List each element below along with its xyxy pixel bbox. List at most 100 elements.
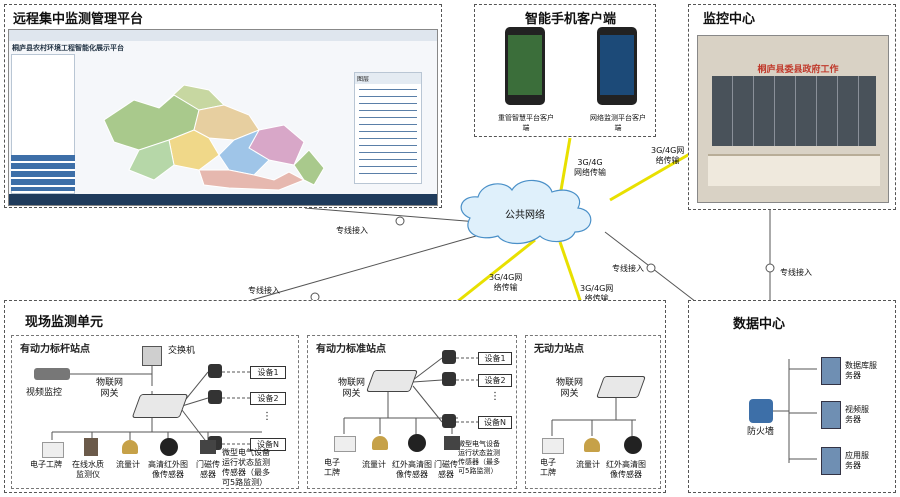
public-network-cloud <box>460 179 592 245</box>
site2-wiring <box>343 357 478 434</box>
monitor-center-title: 监控中心 <box>703 12 756 27</box>
data-center-wiring <box>773 359 817 463</box>
app-left-panel-header <box>11 155 75 191</box>
site1-sensor-label: 门磁传 感器 <box>196 460 220 479</box>
firewall-icon <box>749 399 773 423</box>
cloud-label: 公共网络 <box>505 210 545 221</box>
link-marker <box>646 263 656 273</box>
site1-camera-label: 视频监控 <box>26 388 63 398</box>
server-label: 视频服 务器 <box>845 405 869 424</box>
flowmeter-icon <box>122 440 138 454</box>
app-title: 桐庐县农村环境工程智能化展示平台 <box>12 44 124 52</box>
platform-title: 远程集中监测管理平台 <box>13 12 144 27</box>
site2-sensor-label: 红外高清图 像传感器 <box>392 460 432 479</box>
camera-icon <box>34 368 70 380</box>
map-region <box>198 169 306 191</box>
site1-switch-label: 交换机 <box>168 346 196 356</box>
phone-2 <box>597 27 637 105</box>
link-label-34g-phone: 3G/4G 网络传输 <box>574 158 606 177</box>
door-sensor-icon <box>444 436 460 450</box>
link-label-dedicated-mid: 专线接入 <box>248 286 280 295</box>
link-label-dedicated-left: 专线接入 <box>336 226 368 235</box>
site2-title: 有动力标准站点 <box>316 344 386 355</box>
site2-device-2: 设备2 <box>478 374 512 387</box>
site1-device-ellipsis: ⋮ <box>262 411 272 422</box>
phone-1-screen <box>508 35 542 95</box>
layer-panel-label: 图层 <box>355 73 421 84</box>
link-cloud-monitor <box>609 146 701 202</box>
site3-sensor-label: 电子 工牌 <box>540 458 556 477</box>
badge-icon <box>334 436 356 452</box>
site2-device-ellipsis: ⋮ <box>490 391 500 402</box>
gateway-icon <box>595 376 647 398</box>
map-region <box>293 149 325 186</box>
platform-screenshot: 桐庐县农村环境工程智能化展示平台 图层 <box>8 29 438 206</box>
app-server-icon <box>821 447 841 475</box>
field-unit-box: 现场监测单元 有动力标杆站点 交换机 视频监控 物联网 网关 <box>4 300 666 493</box>
site1-title: 有动力标杆站点 <box>20 344 90 355</box>
monitor-center-box: 监控中心 桐庐县委县政府工作 <box>688 4 896 210</box>
site2-device-1: 设备1 <box>478 352 512 365</box>
site1-gateway-label: 物联网 网关 <box>96 378 124 399</box>
site1-device-1: 设备1 <box>250 366 286 379</box>
server-label: 应用服 务器 <box>845 451 869 470</box>
flowmeter-icon <box>372 436 388 450</box>
database-server-icon <box>821 357 841 385</box>
mobile-box: 智能手机客户端 重管智慧平台客户端 网络监测平台客户端 <box>474 4 656 137</box>
link-marker <box>395 216 405 226</box>
ir-camera-icon <box>160 438 178 456</box>
device-sensor-icon <box>442 372 456 386</box>
layer-panel-list <box>359 86 417 178</box>
video-server-icon <box>821 401 841 429</box>
monitor-banner: 桐庐县委县政府工作 <box>757 65 839 75</box>
app-title-bar <box>9 30 437 41</box>
phone-2-label: 网络监测平台客户端 <box>590 114 646 132</box>
site2-sensor-label: 电子 工牌 <box>324 458 340 477</box>
phone-1-label: 重管智慧平台客户端 <box>498 114 554 132</box>
site2-gateway-label: 物联网 网关 <box>338 378 366 399</box>
taskbar <box>9 194 437 205</box>
field-unit-title: 现场监测单元 <box>25 315 104 330</box>
firewall-label: 防火墙 <box>747 427 775 437</box>
site1-sensor-label: 电子工牌 <box>30 460 62 469</box>
switch-icon <box>142 346 162 366</box>
monitor-center-photo: 桐庐县委县政府工作 <box>697 35 889 203</box>
site3-sensor-label: 红外高清图 像传感器 <box>606 460 646 479</box>
site3-box: 无动力站点 物联网 网关 电子 工牌 流量计 红外高清图 像传感器 <box>525 335 661 489</box>
badge-icon <box>42 442 64 458</box>
flowmeter-icon <box>584 438 600 452</box>
link-label-dedicated-data: 专线接入 <box>780 268 812 277</box>
site2-note: 微型电气设备 运行状态监测 传感器（最多 可5路监测） <box>458 440 500 475</box>
site2-device-n: 设备N <box>478 416 512 429</box>
link-label-34g-center: 3G/4G网 络传输 <box>651 146 685 165</box>
server-label: 数据库服 务器 <box>845 361 877 380</box>
door-sensor-icon <box>200 440 216 454</box>
site1-sensor-label: 高清红外图 像传感器 <box>148 460 188 479</box>
site3-sensor-label: 流量计 <box>576 460 600 469</box>
site3-title: 无动力站点 <box>534 344 584 355</box>
gateway-icon <box>365 370 419 392</box>
device-sensor-icon <box>442 350 456 364</box>
site2-sensor-label: 流量计 <box>362 460 386 469</box>
ir-camera-icon <box>408 434 426 452</box>
phone-2-screen <box>600 35 634 95</box>
site1-device-n: 设备N <box>250 438 286 451</box>
site3-wiring <box>551 398 636 436</box>
site1-device-2: 设备2 <box>250 392 286 405</box>
mobile-title: 智能手机客户端 <box>525 12 617 27</box>
video-wall <box>712 76 876 146</box>
console-desk <box>708 154 880 186</box>
link-cloud-mobile <box>558 137 572 197</box>
data-center-box: 数据中心 防火墙 数据库服 务器 视频服 务器 应用服 务器 <box>688 300 896 493</box>
site1-sensor-label: 流量计 <box>116 460 140 469</box>
site2-sensor-label: 门磁传 感器 <box>434 460 458 479</box>
link-cloud-platform <box>304 207 479 223</box>
link-marker <box>765 263 775 273</box>
site1-box: 有动力标杆站点 交换机 视频监控 物联网 网关 设备1 <box>11 335 299 489</box>
device-sensor-icon <box>208 390 222 404</box>
link-label-dedicated-right: 专线接入 <box>612 264 644 273</box>
badge-icon <box>542 438 564 454</box>
site2-box: 有动力标准站点 物联网 网关 设备1 设备2 ⋮ 设备N 微型电气设备 运行状态… <box>307 335 517 489</box>
